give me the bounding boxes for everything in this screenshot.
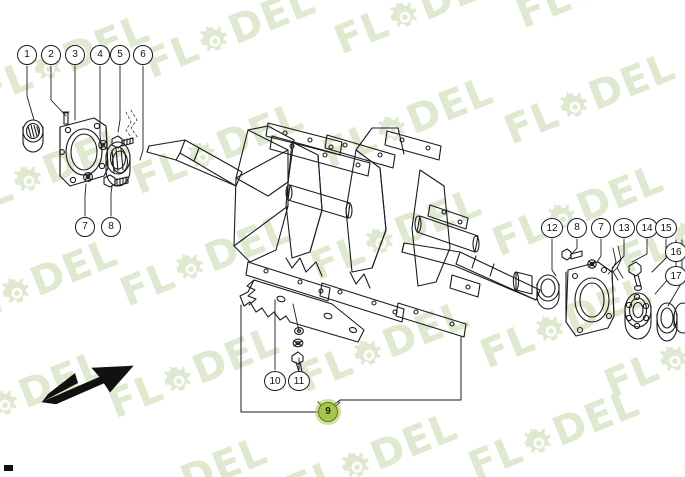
part-7-washer — [83, 172, 93, 182]
part-11-blade-bolt — [291, 327, 304, 373]
detail-dashed-lines — [125, 109, 139, 141]
leader-lines-10-11 — [274, 299, 300, 371]
direction-of-travel-arrow — [40, 365, 134, 405]
leader-lines-right — [551, 238, 683, 307]
callout-2[interactable]: 2 — [41, 45, 61, 65]
callout-11[interactable]: 11 — [288, 371, 310, 391]
part-4-washer-small — [98, 139, 108, 151]
part-8-hex-bolt — [103, 174, 129, 188]
callout-3[interactable]: 3 — [65, 45, 85, 65]
part-10-serrated-blade — [239, 279, 365, 343]
part-17-retaining-ring — [656, 302, 685, 342]
shaft-end-fragment-right — [512, 271, 533, 295]
callout-13[interactable]: 13 — [613, 218, 635, 238]
registration-mark — [4, 465, 13, 471]
callout-7[interactable]: 7 — [75, 217, 95, 237]
part-9-bracket-leader — [240, 304, 462, 413]
callout-9-selected[interactable]: 9 — [318, 402, 338, 422]
part-12-seal-ring-right — [536, 274, 560, 310]
callout-8-right[interactable]: 8 — [567, 218, 587, 238]
callout-5[interactable]: 5 — [110, 45, 130, 65]
main-shaft-left — [146, 139, 243, 187]
part-15-grease-fitting — [628, 261, 643, 291]
callout-12[interactable]: 12 — [541, 218, 563, 238]
part-8-right-bolt — [561, 248, 583, 261]
callout-16[interactable]: 16 — [665, 242, 685, 262]
part-16-ball-bearing — [624, 292, 652, 340]
part-9-rotor-drum-assembly — [233, 122, 481, 338]
part-1-seal-ring — [22, 119, 44, 153]
callout-4[interactable]: 4 — [90, 45, 110, 65]
leader-lines-7-8 — [84, 183, 113, 217]
callout-8[interactable]: 8 — [101, 217, 121, 237]
callout-6[interactable]: 6 — [133, 45, 153, 65]
callout-1[interactable]: 1 — [17, 45, 37, 65]
callout-7-right[interactable]: 7 — [591, 218, 611, 238]
part-6-bearing-cup-left — [105, 141, 131, 187]
callout-15[interactable]: 15 — [655, 218, 677, 238]
leader-lines-left — [26, 65, 144, 161]
part-2-grease-nipple — [62, 111, 70, 125]
part-13-bearing-housing-flange-right — [565, 261, 615, 337]
part-5-bolt-short — [111, 135, 134, 149]
part-14-spring-clip — [607, 245, 624, 281]
callout-17[interactable]: 17 — [665, 266, 685, 286]
callout-10[interactable]: 10 — [264, 371, 286, 391]
main-shaft-right — [401, 242, 541, 301]
